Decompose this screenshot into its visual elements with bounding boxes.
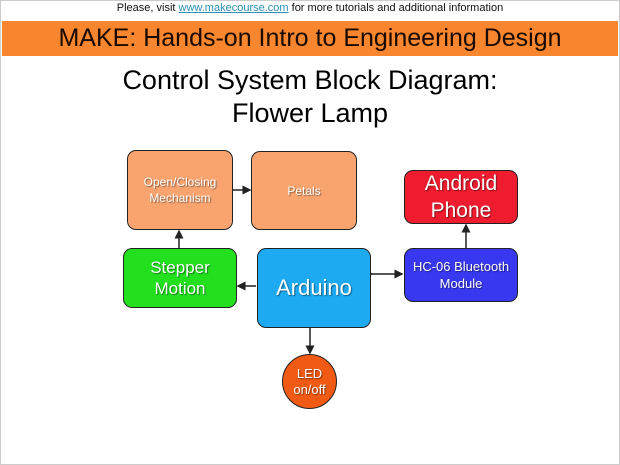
block-led: LED on/off: [282, 354, 337, 409]
notice-prefix: Please, visit: [116, 2, 179, 14]
title-line-1: Control System Block Diagram:: [122, 65, 498, 95]
block-open-closing-mechanism: Open/Closing Mechanism: [127, 150, 233, 230]
notice-bar: Please, visit www.makecourse.com for mor…: [0, 2, 620, 14]
title-line-2: Flower Lamp: [231, 98, 389, 128]
course-banner: MAKE: Hands-on Intro to Engineering Desi…: [2, 21, 618, 56]
notice-suffix: for more tutorials and additional inform…: [288, 2, 504, 14]
block-petals: Petals: [251, 151, 357, 230]
slide-title: Control System Block Diagram: Flower Lam…: [0, 64, 620, 130]
block-label: Petals: [287, 183, 321, 198]
block-android-phone: Android Phone: [404, 170, 518, 224]
block-stepper-motion: Stepper Motion: [123, 248, 237, 308]
block-label: HC-06 Bluetooth Module: [412, 259, 510, 291]
makecourse-link[interactable]: www.makecourse.com: [178, 2, 289, 14]
block-label: Android Phone: [424, 172, 498, 222]
block-arduino: Arduino: [257, 248, 371, 328]
block-hc06-bluetooth-module: HC-06 Bluetooth Module: [404, 248, 518, 302]
block-label: Stepper Motion: [150, 258, 210, 298]
block-label: LED on/off: [293, 365, 326, 397]
block-label: Open/Closing Mechanism: [143, 175, 217, 205]
block-label: Arduino: [276, 275, 352, 300]
